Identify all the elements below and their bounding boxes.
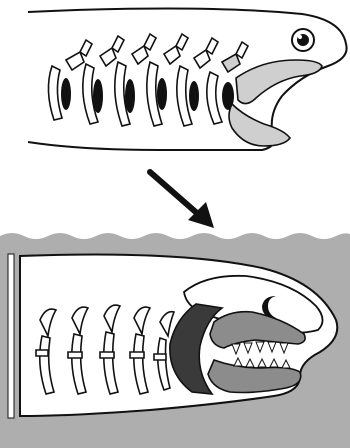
panel-edge bbox=[8, 254, 14, 418]
evolution-arrow bbox=[150, 172, 214, 228]
jawless-fish-panel bbox=[28, 8, 347, 150]
jawless-fish-eye bbox=[292, 29, 314, 51]
jawed-fish-panel bbox=[0, 233, 350, 448]
